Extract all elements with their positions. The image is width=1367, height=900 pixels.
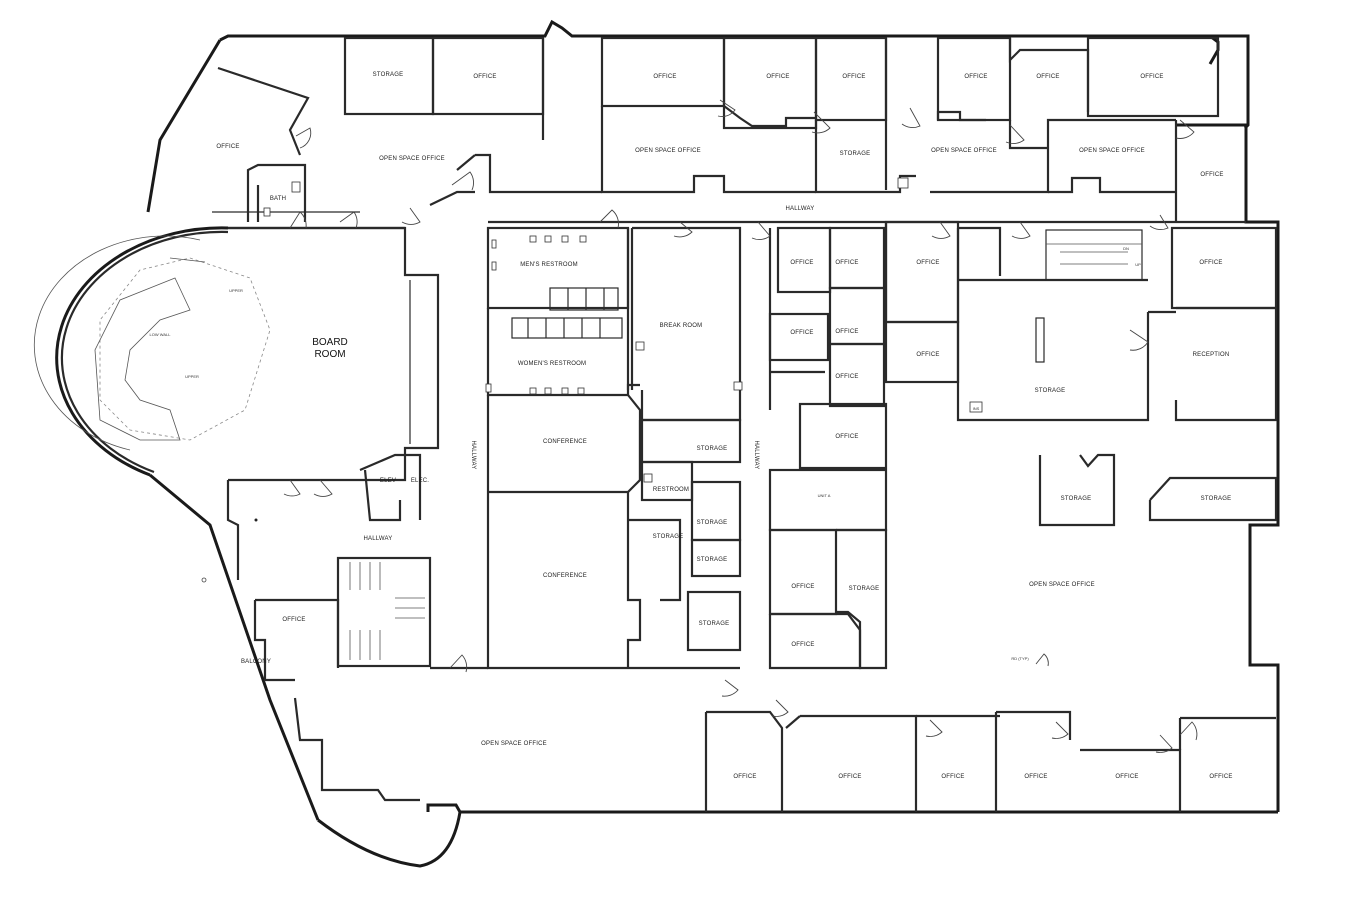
label-upper: UPPER: [185, 374, 199, 379]
label-office: OFFICE: [916, 352, 939, 358]
label-bath: BATH: [270, 196, 286, 202]
right-storages: [1038, 453, 1278, 527]
label-up: UP: [1135, 262, 1141, 267]
label-hallway: HALLWAY: [753, 441, 759, 470]
bottom-row: [704, 710, 1276, 812]
label-storage: STORAGE: [849, 586, 880, 592]
label-office: OFFICE: [1200, 172, 1223, 178]
label-office: OFFICE: [1140, 74, 1163, 80]
label-reception: RECEPTION: [1193, 352, 1230, 358]
label-break-room: BREAK ROOM: [660, 323, 703, 329]
label-open-space-office: OPEN SPACE OFFICE: [635, 148, 701, 154]
label-office: OFFICE: [216, 144, 239, 150]
label-hallway: HALLWAY: [470, 441, 476, 470]
label-office: OFFICE: [941, 774, 964, 780]
label-hallway: HALLWAY: [786, 206, 815, 212]
label-womens-restroom: WOMEN'S RESTROOM: [518, 361, 586, 367]
label-mens-restroom: MEN'S RESTROOM: [520, 262, 578, 268]
label-hallway: HALLWAY: [364, 536, 393, 542]
label-office: OFFICE: [1036, 74, 1059, 80]
label-office: OFFICE: [838, 774, 861, 780]
label-office: OFFICE: [473, 74, 496, 80]
label-open-space-office: OPEN SPACE OFFICE: [1029, 582, 1095, 588]
label-elev: ELEV: [380, 478, 396, 484]
label-conference: CONFERENCE: [543, 439, 587, 445]
label-office: OFFICE: [791, 584, 814, 590]
label-dn: DN: [1123, 246, 1129, 251]
label-office: OFFICE: [766, 74, 789, 80]
board-room: [94, 226, 440, 482]
label-low-wall: LOW WALL: [150, 332, 172, 337]
label-ins: INS: [973, 406, 980, 411]
label-upper: UPPER: [229, 288, 243, 293]
label-storage: STORAGE: [699, 621, 730, 627]
label-office: OFFICE: [791, 642, 814, 648]
label-storage: STORAGE: [1201, 496, 1232, 502]
hallway-band: [228, 190, 1246, 230]
label-typ: RD (TYP): [1011, 656, 1029, 661]
label-conference: CONFERENCE: [543, 573, 587, 579]
label-office: OFFICE: [835, 434, 858, 440]
top-row-walls: [212, 36, 1220, 222]
label-storage: STORAGE: [1035, 388, 1066, 394]
label-storage: STORAGE: [697, 446, 728, 452]
label-open-space-office: OPEN SPACE OFFICE: [1079, 148, 1145, 154]
label-office: OFFICE: [1209, 774, 1232, 780]
label-office: OFFICE: [835, 260, 858, 266]
label-balcony: BALCONY: [241, 659, 271, 665]
label-office: OFFICE: [842, 74, 865, 80]
label-storage: STORAGE: [840, 151, 871, 157]
label-office: OFFICE: [1115, 774, 1138, 780]
label-office: OFFICE: [1199, 260, 1222, 266]
room-labels: STORAGE OFFICE OFFICE OFFICE OFFICE OFFI…: [150, 72, 1233, 780]
label-open-space-office: OPEN SPACE OFFICE: [379, 156, 445, 162]
label-office: OFFICE: [282, 617, 305, 623]
label-office: OFFICE: [835, 329, 858, 335]
label-office: OFFICE: [1024, 774, 1047, 780]
label-storage: STORAGE: [1061, 496, 1092, 502]
label-office: OFFICE: [916, 260, 939, 266]
label-open-space-office: OPEN SPACE OFFICE: [481, 741, 547, 747]
label-office: OFFICE: [653, 74, 676, 80]
label-office: OFFICE: [790, 260, 813, 266]
door-swings: [283, 99, 1198, 753]
label-storage: STORAGE: [697, 520, 728, 526]
label-office: OFFICE: [964, 74, 987, 80]
label-restroom: RESTROOM: [653, 487, 689, 493]
label-office: OFFICE: [733, 774, 756, 780]
label-storage: STORAGE: [653, 534, 684, 540]
label-board-room: ROOM: [314, 349, 345, 360]
label-elec: ELEC.: [411, 478, 429, 484]
label-office: OFFICE: [835, 374, 858, 380]
conference-cluster: [486, 394, 742, 670]
label-storage: STORAGE: [697, 557, 728, 563]
left-wing: [226, 453, 488, 802]
fixtures: [201, 177, 909, 583]
label-storage: STORAGE: [373, 72, 404, 78]
center-offices: [768, 220, 1278, 670]
label-unit-a: UNIT A: [818, 493, 831, 498]
label-board-room: BOARD: [312, 337, 348, 348]
label-open-space-office: OPEN SPACE OFFICE: [931, 148, 997, 154]
label-office: OFFICE: [790, 330, 813, 336]
